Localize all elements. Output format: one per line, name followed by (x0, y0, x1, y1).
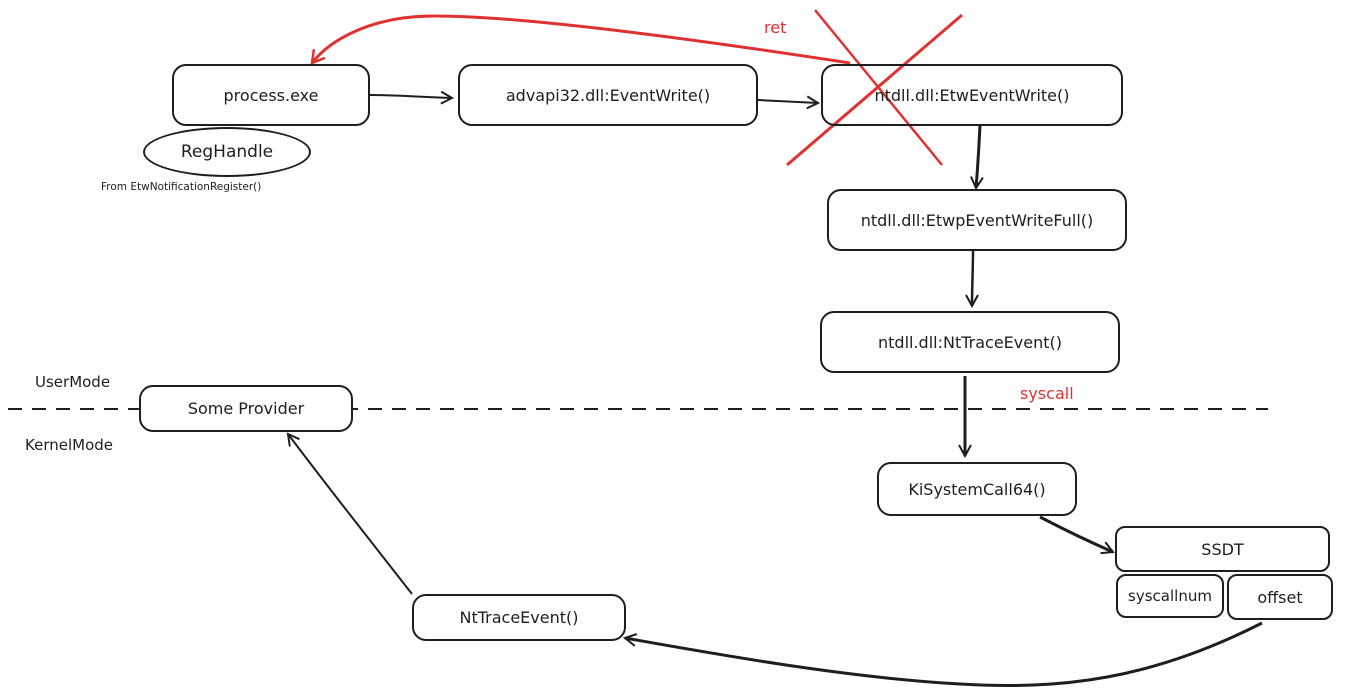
node-process-exe[interactable]: process.exe (172, 64, 370, 126)
cross-out-line-2 (786, 13, 963, 167)
syscall-label: syscall (1020, 384, 1074, 403)
node-ntdll-etwpeventwritefull[interactable]: ntdll.dll:EtwpEventWriteFull() (827, 189, 1127, 251)
node-some-provider[interactable]: Some Provider (139, 385, 353, 432)
node-syscallnum-label: syscallnum (1128, 587, 1212, 605)
edge-nttrace-kernel-to-provider (288, 434, 413, 595)
node-offset-label: offset (1257, 587, 1303, 607)
node-offset[interactable]: offset (1227, 574, 1333, 620)
ret-label: ret (764, 18, 787, 37)
edge-process-to-eventwrite (369, 95, 452, 98)
node-nttraceevent-kernel[interactable]: NtTraceEvent() (412, 594, 626, 641)
node-ntdll-etweventwrite-label: ntdll.dll:EtwEventWrite() (874, 85, 1070, 105)
reghandle-note: From EtwNotificationRegister() (101, 181, 262, 193)
node-ntdll-etwpeventwritefull-label: ntdll.dll:EtwpEventWriteFull() (860, 210, 1094, 230)
edge-etweventwrite-to-etwpfull (976, 124, 980, 188)
node-kisystemcall64-label: KiSystemCall64() (908, 479, 1046, 499)
usermode-label: UserMode (35, 373, 111, 391)
node-some-provider-label: Some Provider (187, 399, 305, 418)
node-reghandle-label: RegHandle (180, 142, 274, 162)
node-ssdt[interactable]: SSDT (1115, 526, 1330, 572)
node-process-exe-label: process.exe (223, 85, 319, 105)
node-reghandle[interactable]: RegHandle (143, 127, 311, 177)
kernelmode-label: KernelMode (25, 436, 113, 454)
node-syscallnum[interactable]: syscallnum (1116, 574, 1224, 618)
node-advapi32-eventwrite-label: advapi32.dll:EventWrite() (505, 85, 711, 105)
node-ssdt-label: SSDT (1201, 539, 1244, 559)
node-ntdll-nttraceevent-label: ntdll.dll:NtTraceEvent() (878, 332, 1062, 352)
node-ntdll-etweventwrite[interactable]: ntdll.dll:EtwEventWrite() (821, 64, 1123, 126)
node-advapi32-eventwrite[interactable]: advapi32.dll:EventWrite() (458, 64, 758, 126)
edge-ret (312, 14, 851, 63)
node-nttraceevent-kernel-label: NtTraceEvent() (459, 608, 579, 627)
edge-offset-to-nttrace-kernel (625, 621, 1263, 688)
edge-eventwrite-to-etweventwrite (757, 100, 818, 103)
node-ntdll-nttraceevent[interactable]: ntdll.dll:NtTraceEvent() (820, 311, 1120, 373)
edge-kisyscall-to-ssdt (1039, 515, 1113, 552)
node-kisystemcall64[interactable]: KiSystemCall64() (877, 462, 1077, 516)
edge-etwpfull-to-nttrace (972, 249, 973, 306)
